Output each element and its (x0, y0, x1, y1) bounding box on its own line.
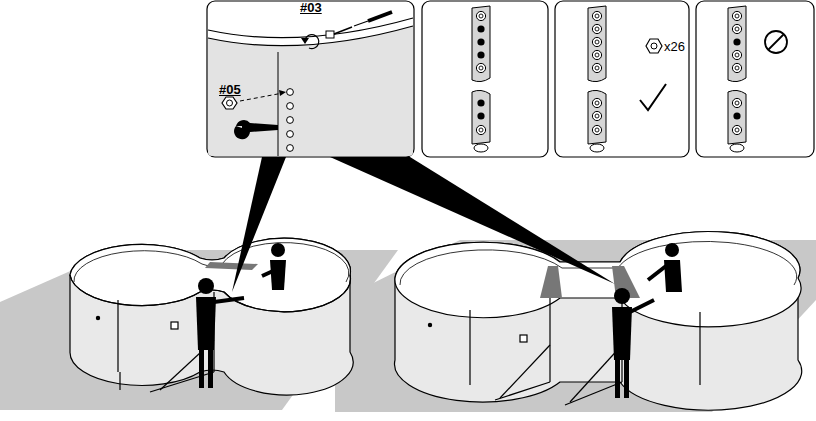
bolt-pattern-wrong (696, 1, 814, 157)
pool-large (395, 232, 802, 411)
callout-wedge (330, 157, 615, 284)
quantity-label: x26 (664, 40, 685, 53)
callout-number: #03 (300, 1, 322, 14)
pool-small (70, 238, 353, 395)
worker-figures (196, 243, 682, 398)
callout-wedge (232, 157, 286, 292)
callout-number: #05 (219, 83, 241, 96)
bolt-pattern-correct (555, 1, 689, 157)
detail-inset (207, 1, 414, 157)
bolt-pattern-step (422, 1, 548, 157)
